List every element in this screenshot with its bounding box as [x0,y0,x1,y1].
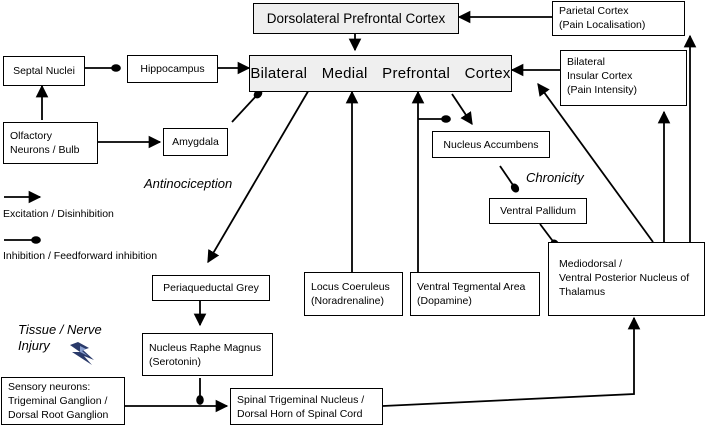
node-olfactory-neurons: Olfactory Neurons / Bulb [3,122,98,164]
node-spinal-trigeminal-nucleus: Spinal Trigeminal Nucleus / Dorsal Horn … [230,388,383,425]
node-bilateral-insular-cortex: Bilateral Insular Cortex (Pain Intensity… [560,50,687,106]
label-antinociception: Antinociception [144,176,233,191]
node-septal-nuclei: Septal Nuclei [3,56,85,86]
node-locus-coeruleus: Locus Coeruleus (Noradrenaline) [304,272,403,316]
edge-amygdala-to-bmpc [231,89,263,123]
edge-bmpc-to-pag [207,87,311,264]
node-mediodorsal-thalamus: Mediodorsal / Ventral Posterior Nucleus … [548,242,705,316]
node-nucleus-raphe-magnus: Nucleus Raphe Magnus (Serotonin) [142,333,273,376]
edge-vp-to-thalamus [539,223,560,249]
lightning-bolt-icon [70,342,94,365]
legend-inhibition-label: Inhibition / Feedforward inhibition [3,250,158,262]
label-tissue-nerve-injury: Tissue / Nerve Injury [18,322,102,353]
node-periaqueductal-grey: Periaqueductal Grey [152,275,270,301]
node-bilateral-medial-prefrontal-cortex: Bilateral Medial Prefrontal Cortex [249,55,512,92]
edge-nacc-to-vp [499,165,520,193]
node-ventral-tegmental-area: Ventral Tegmental Area (Dopamine) [410,272,540,316]
edge-stn-to-thalamus [382,316,641,407]
node-hippocampus: Hippocampus [127,55,218,83]
node-nucleus-accumbens: Nucleus Accumbens [432,131,550,158]
node-dorsolateral-prefrontal-cortex: Dorsolateral Prefrontal Cortex [253,3,459,34]
legend-excitation-label: Excitation / Disinhibition [3,208,114,220]
edge-bmpc-to-nacc [451,93,473,126]
label-chronicity: Chronicity [526,170,584,185]
node-ventral-pallidum: Ventral Pallidum [489,198,587,224]
node-amygdala: Amygdala [163,128,228,156]
edge-thalamus-to-bmpc [537,82,654,243]
node-sensory-neurons: Sensory neurons: Trigeminal Ganglion / D… [1,377,125,425]
node-parietal-cortex: Parietal Cortex (Pain Localisation) [552,1,685,36]
